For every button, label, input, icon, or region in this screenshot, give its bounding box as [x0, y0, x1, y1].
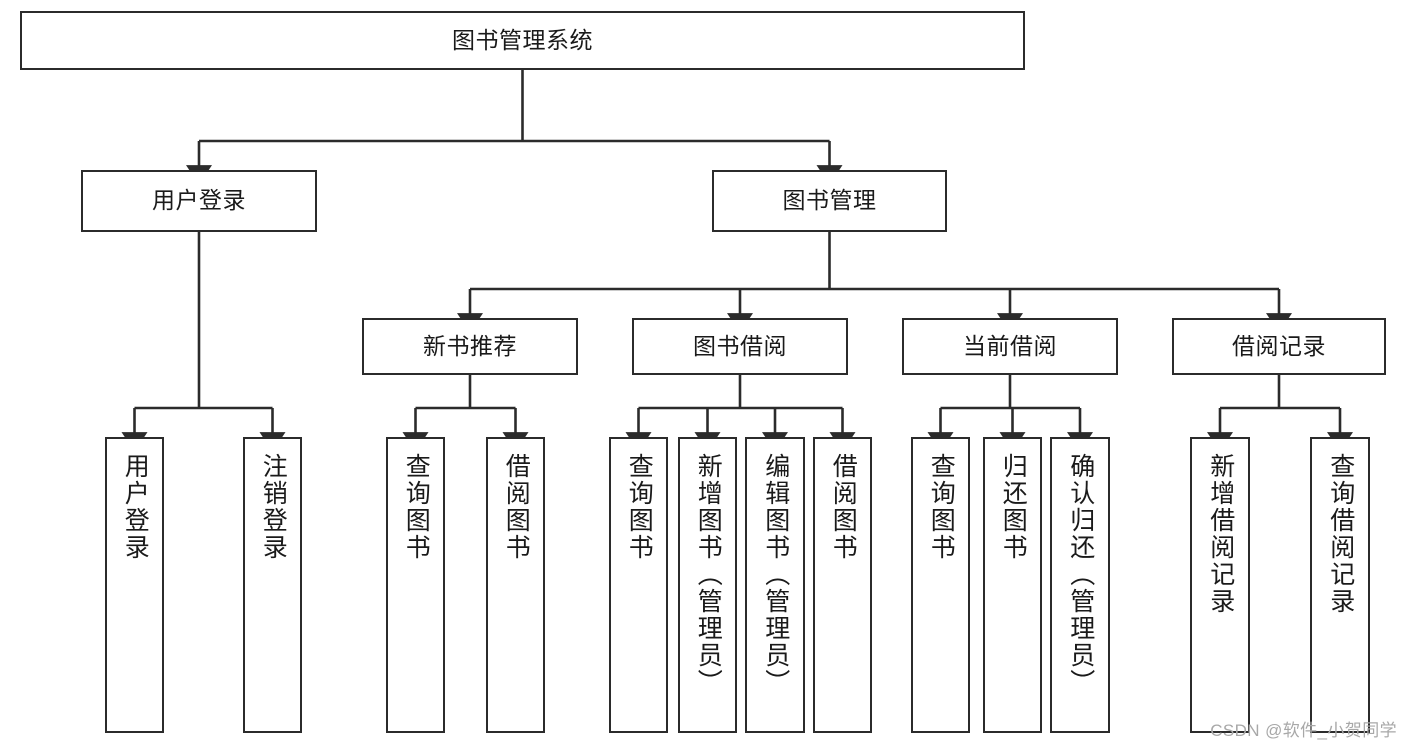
node-leaf-user-login-label: 用户登录	[121, 453, 150, 561]
node-leaf-edit-book[interactable]: 编辑图书（管理员）	[745, 437, 805, 733]
node-book-borrow-label: 图书借阅	[693, 332, 787, 359]
node-leaf-confirm-return-label: 确认归还（管理员）	[1066, 453, 1095, 696]
node-leaf-add-book[interactable]: 新增图书（管理员）	[678, 437, 737, 733]
node-leaf-borrow-book-1-label: 借阅图书	[502, 453, 531, 561]
node-leaf-return-book[interactable]: 归还图书	[983, 437, 1042, 733]
node-leaf-query-book-3-label: 查询图书	[927, 453, 956, 561]
node-user-login[interactable]: 用户登录	[81, 170, 317, 232]
node-current-borrow[interactable]: 当前借阅	[902, 318, 1118, 375]
node-leaf-borrow-book-2-label: 借阅图书	[829, 453, 858, 561]
node-user-login-label: 用户登录	[152, 187, 246, 214]
node-book-manage[interactable]: 图书管理	[712, 170, 947, 232]
node-leaf-confirm-return[interactable]: 确认归还（管理员）	[1050, 437, 1110, 733]
node-book-manage-label: 图书管理	[782, 187, 877, 214]
node-leaf-user-login[interactable]: 用户登录	[105, 437, 164, 733]
node-leaf-add-record-label: 新增借阅记录	[1206, 453, 1235, 615]
node-leaf-borrow-book-1[interactable]: 借阅图书	[486, 437, 545, 733]
node-current-borrow-label: 当前借阅	[963, 332, 1057, 359]
node-leaf-query-book-3[interactable]: 查询图书	[911, 437, 970, 733]
node-leaf-edit-book-label: 编辑图书（管理员）	[761, 453, 790, 696]
node-leaf-logout-label: 注销登录	[259, 453, 288, 561]
node-leaf-return-book-label: 归还图书	[999, 453, 1028, 561]
node-leaf-query-record[interactable]: 查询借阅记录	[1310, 437, 1370, 733]
node-leaf-query-book-1-label: 查询图书	[402, 453, 431, 561]
node-new-book-recommend[interactable]: 新书推荐	[362, 318, 578, 375]
node-leaf-query-record-label: 查询借阅记录	[1326, 453, 1355, 615]
node-leaf-logout[interactable]: 注销登录	[243, 437, 302, 733]
node-leaf-borrow-book-2[interactable]: 借阅图书	[813, 437, 872, 733]
node-root[interactable]: 图书管理系统	[20, 11, 1025, 70]
node-new-book-recommend-label: 新书推荐	[423, 332, 517, 359]
node-leaf-query-book-2-label: 查询图书	[625, 453, 654, 561]
node-borrow-record-label: 借阅记录	[1232, 332, 1326, 359]
node-leaf-query-book-2[interactable]: 查询图书	[609, 437, 668, 733]
node-root-label: 图书管理系统	[452, 26, 593, 53]
node-leaf-query-book-1[interactable]: 查询图书	[386, 437, 445, 733]
node-leaf-add-record[interactable]: 新增借阅记录	[1190, 437, 1250, 733]
node-book-borrow[interactable]: 图书借阅	[632, 318, 848, 375]
node-leaf-add-book-label: 新增图书（管理员）	[694, 453, 723, 696]
node-borrow-record[interactable]: 借阅记录	[1172, 318, 1386, 375]
